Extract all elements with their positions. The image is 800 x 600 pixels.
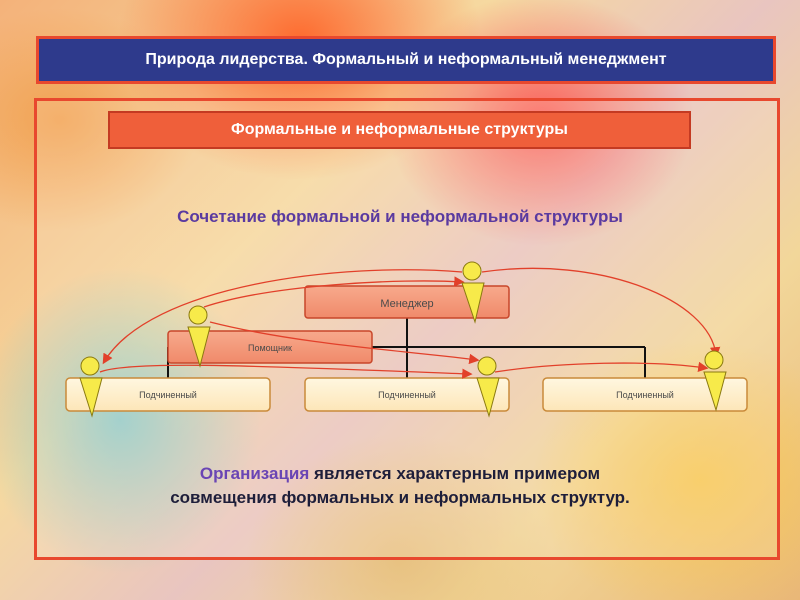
person-icon-subordinate-1 xyxy=(79,356,103,418)
informal-link-sub2-sub3 xyxy=(494,361,709,373)
section-subtitle: Формальные и неформальные структуры xyxy=(108,111,691,149)
informal-links xyxy=(99,267,721,379)
conclusion-text: Организация является характерным примеро… xyxy=(60,462,740,510)
person-icon-manager xyxy=(461,261,485,324)
diagram-heading: Сочетание формальной и неформальной стру… xyxy=(177,207,623,226)
node-subordinate-1-label: Подчиненный xyxy=(139,390,197,400)
slide-title: Природа лидерства. Формальный и неформал… xyxy=(36,36,776,84)
node-manager-label: Менеджер xyxy=(380,298,433,310)
conclusion-keyword: Организация xyxy=(199,464,310,483)
content-frame xyxy=(34,98,780,560)
node-subordinate-2-label: Подчиненный xyxy=(378,390,436,400)
person-icon-subordinate-3 xyxy=(703,350,727,412)
informal-link-manager-sub3 xyxy=(481,267,721,358)
node-subordinate-3: Подчиненный xyxy=(542,377,748,412)
informal-link-sub1-sub2 xyxy=(99,364,473,379)
conclusion-line-2: совмещения формальных и неформальных стр… xyxy=(170,488,630,507)
node-manager: Менеджер xyxy=(304,285,510,319)
section-subtitle-text: Формальные и неформальные структуры xyxy=(231,121,568,138)
informal-link-assistant-manager xyxy=(203,276,465,308)
node-assistant: Помощник xyxy=(167,330,373,364)
node-assistant-label: Помощник xyxy=(248,343,292,353)
person-icon-subordinate-2 xyxy=(476,356,500,418)
node-subordinate-1: Подчиненный xyxy=(65,377,271,412)
informal-link-manager-sub1 xyxy=(102,269,463,365)
person-icon-assistant xyxy=(187,305,211,368)
slide-title-text: Природа лидерства. Формальный и неформал… xyxy=(145,51,667,68)
conclusion-line-1: Организация является характерным примеро… xyxy=(60,462,740,486)
conclusion-line-1-rest: является характерным примером xyxy=(309,464,601,483)
node-subordinate-2: Подчиненный xyxy=(304,377,510,412)
node-subordinate-3-label: Подчиненный xyxy=(616,390,674,400)
informal-link-assistant-sub2 xyxy=(209,321,480,365)
